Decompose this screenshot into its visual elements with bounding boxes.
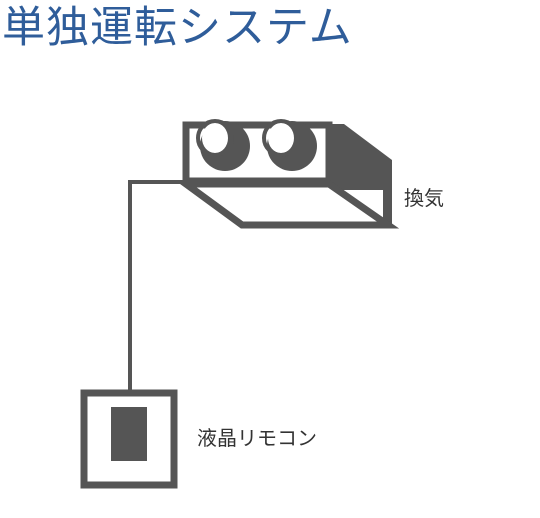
unit-bottom-face xyxy=(175,180,400,229)
ventilation-unit-icon xyxy=(175,119,400,229)
ventilation-label: 換気 xyxy=(404,186,444,210)
control-wire xyxy=(128,180,186,390)
duct-right-icon xyxy=(262,119,317,171)
duct-left-icon xyxy=(196,119,250,171)
lcd-remote-icon xyxy=(80,389,178,489)
lcd-remote-label: 液晶リモコン xyxy=(197,426,317,450)
unit-side-face xyxy=(329,124,392,228)
page-title: 単独運転システム xyxy=(2,3,353,53)
remote-screen xyxy=(111,407,147,461)
